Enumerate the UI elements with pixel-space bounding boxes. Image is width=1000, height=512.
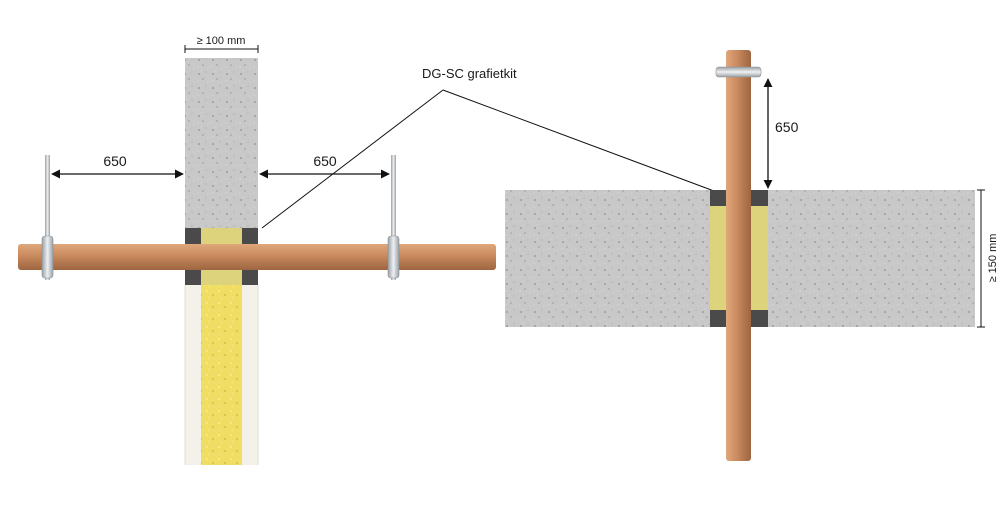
horizontal-pipe — [18, 244, 496, 270]
hanger-rod-right — [391, 155, 396, 280]
wall-detail: ≥ 100 mm 650 650 — [18, 35, 496, 465]
floor-thickness-label: ≥ 150 mm — [987, 234, 999, 283]
pipe-clamp-top — [715, 66, 762, 78]
vertical-distance-label: 650 — [775, 119, 799, 135]
floor-detail: 650 ≥ 150 mm — [505, 50, 999, 461]
distance-label-left: 650 — [103, 153, 127, 169]
product-label: DG-SC grafietkit — [422, 66, 517, 81]
partition-insulation — [201, 285, 242, 465]
hanger-rod-left — [45, 155, 50, 280]
pipe-clamp-left — [41, 235, 54, 279]
vertical-pipe — [726, 50, 751, 461]
concrete-wall — [185, 58, 258, 228]
distance-label-right: 650 — [313, 153, 337, 169]
pipe-clamp-right — [387, 235, 400, 279]
wall-width-label: ≥ 100 mm — [197, 35, 246, 47]
product-callout: DG-SC grafietkit — [261, 66, 715, 229]
